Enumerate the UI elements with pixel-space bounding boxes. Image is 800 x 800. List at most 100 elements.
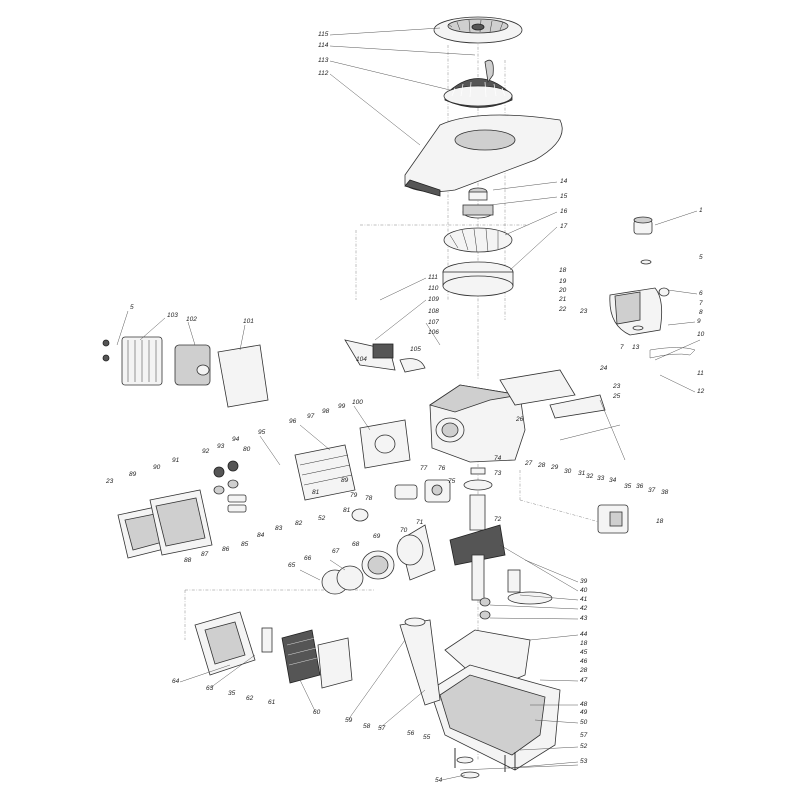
part-number-label: 104 [356, 356, 367, 363]
part-number-label: 59 [345, 717, 353, 724]
part-number-label: 89 [129, 471, 137, 478]
part-number-label: 96 [289, 418, 297, 425]
part-number-label: 92 [202, 448, 210, 455]
part-number-label: 48 [580, 701, 588, 708]
part-number-label: 33 [597, 475, 605, 482]
part-number-label: 82 [295, 520, 303, 527]
camshaft-gear [479, 569, 553, 620]
part-number-label: 93 [217, 443, 225, 450]
part-number-label: 52 [318, 515, 326, 522]
part-number-label: 18 [580, 640, 588, 647]
part-number-label: 89 [341, 477, 349, 484]
part-number-label: 84 [257, 532, 265, 539]
part-number-label: 17 [560, 223, 568, 230]
part-number-label: 1 [699, 207, 703, 214]
part-number-label: 53 [580, 758, 588, 765]
part-number-label: 99 [338, 403, 346, 410]
part-number-label: 103 [167, 312, 178, 319]
part-number-label: 28 [579, 667, 588, 674]
part-number-label: 35 [624, 483, 632, 490]
part-number-label: 8 [699, 309, 703, 316]
flywheel-stack [442, 187, 514, 297]
part-number-label: 95 [258, 429, 266, 436]
part-number-label: 28 [537, 462, 546, 469]
part-number-label: 20 [558, 287, 567, 294]
part-number-label: 14 [560, 178, 568, 185]
part-number-label: 68 [352, 541, 360, 548]
part-number-label: 106 [428, 329, 439, 336]
muffler-group [194, 611, 353, 689]
part-number-label: 66 [304, 555, 312, 562]
part-number-label: 49 [580, 709, 588, 716]
part-number-label: 61 [268, 699, 276, 706]
piston-rings [321, 550, 395, 595]
part-number-label: 58 [363, 723, 371, 730]
part-number-label: 54 [435, 777, 443, 784]
part-number-label: 6 [699, 290, 703, 297]
part-number-label: 13 [632, 344, 640, 351]
part-number-label: 9 [697, 318, 701, 325]
part-number-label: 57 [378, 725, 386, 732]
part-number-label: 115 [318, 31, 329, 38]
part-number-label: 73 [494, 470, 502, 477]
part-number-label: 91 [172, 457, 180, 464]
part-number-label: 29 [550, 464, 559, 471]
part-number-label: 30 [564, 468, 572, 475]
part-number-label: 86 [222, 546, 230, 553]
cylinder-block [429, 369, 576, 463]
part-number-label: 18 [559, 267, 567, 274]
part-number-label: 50 [580, 719, 588, 726]
part-number-label: 98 [322, 408, 330, 415]
part-number-label: 32 [586, 473, 594, 480]
part-number-label: 83 [275, 525, 283, 532]
crankshaft-piston [396, 467, 506, 601]
part-number-label: 114 [318, 42, 329, 49]
part-number-label: 7 [620, 344, 624, 351]
dipstick [399, 617, 441, 706]
part-number-label: 40 [580, 587, 588, 594]
part-number-label: 74 [494, 455, 502, 462]
part-number-label: 55 [423, 734, 431, 741]
part-number-label: 80 [243, 446, 251, 453]
part-number-label: 97 [307, 413, 315, 420]
fan-shroud [404, 114, 563, 197]
starter-reel [443, 59, 513, 108]
part-number-label: 79 [350, 492, 358, 499]
part-number-label: 26 [515, 416, 524, 423]
part-number-label: 78 [365, 495, 373, 502]
part-number-label: 23 [612, 383, 621, 390]
leader-lines [116, 27, 698, 781]
part-number-label: 36 [636, 483, 644, 490]
part-number-label: 81 [343, 507, 351, 514]
part-number-label: 94 [232, 436, 240, 443]
part-number-label: 108 [428, 308, 439, 315]
part-number-label: 27 [524, 460, 533, 467]
part-number-label: 60 [313, 709, 321, 716]
part-number-label: 110 [428, 285, 439, 292]
part-number-label: 57 [580, 732, 588, 739]
part-number-label: 44 [580, 631, 588, 638]
part-number-label: 34 [609, 477, 617, 484]
part-number-label: 88 [184, 557, 192, 564]
part-number-label: 37 [648, 487, 656, 494]
part-number-label: 62 [246, 695, 254, 702]
part-number-label: 101 [243, 318, 254, 325]
part-number-label: 5 [130, 304, 134, 311]
part-number-label: 75 [448, 478, 456, 485]
part-number-label: 100 [352, 399, 363, 406]
part-number-label: 46 [580, 658, 588, 665]
part-number-label: 16 [560, 208, 568, 215]
ignition-coil [344, 339, 426, 373]
part-number-label: 72 [494, 516, 502, 523]
part-number-label: 41 [580, 596, 588, 603]
part-number-label: 35 [228, 690, 236, 697]
part-number-label: 18 [656, 518, 664, 525]
fuel-tank-group [609, 216, 701, 361]
air-filter-group [102, 336, 269, 408]
part-number-label: 25 [612, 393, 621, 400]
part-number-label: 31 [578, 470, 586, 477]
part-number-label: 109 [428, 296, 439, 303]
carburetor [351, 479, 451, 522]
